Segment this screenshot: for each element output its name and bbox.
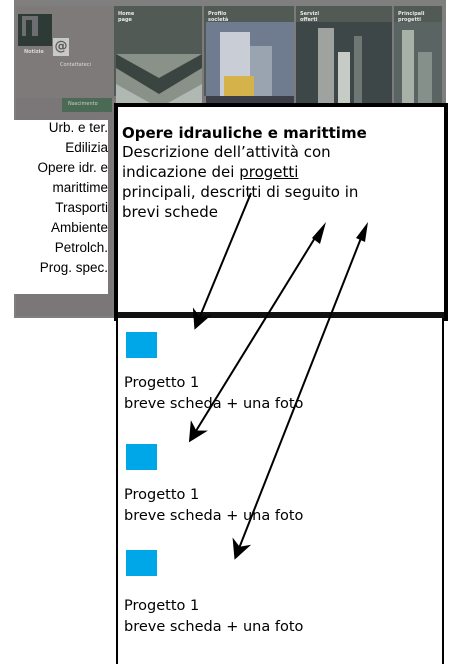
- description-title: Opere idrauliche e marittime: [122, 124, 367, 142]
- description-line-3: principali, descritti di seguito in: [122, 183, 359, 201]
- project-desc: breve scheda + una foto: [124, 396, 304, 412]
- description-line-2: indicazione dei progetti: [122, 163, 298, 181]
- description-line-1: Descrizione dell’attività con: [122, 143, 331, 161]
- home-image: [116, 54, 202, 110]
- project-title[interactable]: Progetto 1: [124, 598, 200, 614]
- logo-mark-icon: [22, 16, 38, 36]
- nav-servizi-label: Servizi offerti: [300, 11, 320, 23]
- sidebar-item-ambiente[interactable]: Ambiente: [50, 220, 108, 235]
- project-title[interactable]: Progetto 1: [124, 487, 200, 503]
- project-desc: breve scheda + una foto: [124, 619, 304, 635]
- project-desc: breve scheda + una foto: [124, 508, 304, 524]
- sidebar-item-progetti-speciali[interactable]: Prog. spec.: [39, 260, 108, 275]
- menu-header-strip: [62, 98, 112, 112]
- project-photo: [126, 444, 157, 470]
- principali-image: [394, 22, 442, 108]
- nav-progetti-label: Principali progetti: [398, 11, 425, 23]
- sidebar-item-petrolchimico[interactable]: Petrolch.: [54, 240, 108, 255]
- sidebar-item-urbanistica[interactable]: Urb. e ter.: [48, 120, 108, 135]
- nav-profilo-label: Profilo società: [208, 11, 229, 23]
- sidebar-item-marittime[interactable]: marittime: [52, 180, 108, 195]
- building-icon: [206, 22, 294, 108]
- nav-home-label: Home page: [118, 11, 135, 23]
- progetti-link[interactable]: progetti: [239, 163, 299, 181]
- sidebar-menu: Urb. e ter. Edilizia Opere idr. e maritt…: [0, 120, 108, 294]
- tower-icon: [394, 22, 442, 108]
- project-title[interactable]: Progetto 1: [124, 375, 200, 391]
- project-photo: [126, 550, 157, 576]
- contattaci-link[interactable]: Contattateci: [60, 62, 91, 68]
- description-line-2-prefix: indicazione dei: [122, 163, 240, 181]
- sidebar-item-opere-idr[interactable]: Opere idr. e: [37, 160, 108, 175]
- menu-header-label: Nascimento: [68, 101, 98, 107]
- contact-at-icon[interactable]: @: [53, 38, 69, 56]
- structure-icon: [296, 22, 392, 108]
- home-chevron-icon: [116, 54, 202, 110]
- project-photo: [126, 332, 157, 358]
- servizi-image: [296, 22, 392, 108]
- sidebar-item-edilizia[interactable]: Edilizia: [65, 140, 108, 155]
- notizie-link[interactable]: Notizie: [24, 49, 44, 55]
- sidebar-item-trasporti[interactable]: Trasporti: [55, 200, 108, 215]
- profilo-image: [206, 22, 294, 108]
- description-line-4: brevi schede: [122, 203, 218, 221]
